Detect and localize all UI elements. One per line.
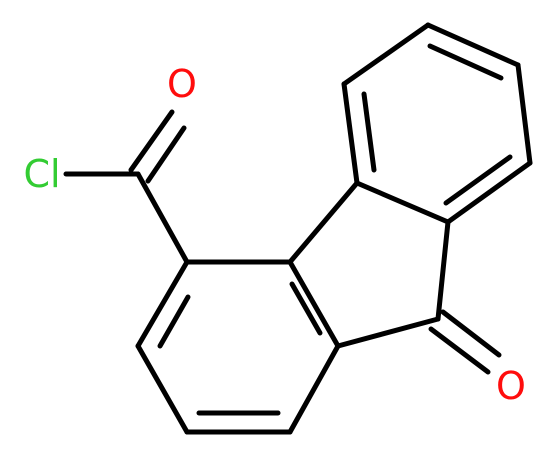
- carbonyl-double-bond: [128, 109, 175, 173]
- acyl-oxygen-atom: O: [167, 62, 197, 106]
- aromatic-double-bond: [361, 91, 377, 173]
- left-benzene-ring: [135, 259, 341, 435]
- bond: [135, 171, 190, 265]
- chlorine-atom: Cl: [23, 152, 60, 196]
- bond: [335, 316, 441, 349]
- aromatic-double-bond: [157, 294, 191, 349]
- bond: [287, 343, 341, 435]
- bond: [515, 62, 533, 166]
- aromatic-double-bond: [443, 154, 513, 206]
- acyl-chloride-group: [63, 109, 190, 265]
- aromatic-double-bond: [427, 43, 504, 81]
- bond: [287, 180, 360, 265]
- bond: [135, 343, 190, 435]
- bond: [435, 219, 451, 322]
- aromatic-double-bond: [289, 281, 323, 336]
- carbonyl-double-bond: [145, 125, 187, 184]
- ketone-oxygen-label: O: [496, 364, 526, 408]
- ketone-oxygen-atom: O: [496, 364, 526, 408]
- bond: [135, 259, 190, 349]
- carbonyl-double-bond: [428, 326, 491, 375]
- bond: [341, 81, 360, 186]
- bond: [354, 180, 451, 225]
- five-membered-ring: [287, 180, 451, 349]
- bond: [341, 22, 431, 87]
- bond: [425, 22, 521, 68]
- bond: [287, 259, 341, 349]
- right-benzene-ring: [341, 22, 533, 225]
- acyl-oxygen-label: O: [167, 62, 197, 106]
- carbonyl-double-bond: [440, 309, 502, 358]
- chlorine-label: Cl: [23, 152, 60, 196]
- ketone-group: [428, 309, 502, 375]
- bond: [445, 160, 533, 225]
